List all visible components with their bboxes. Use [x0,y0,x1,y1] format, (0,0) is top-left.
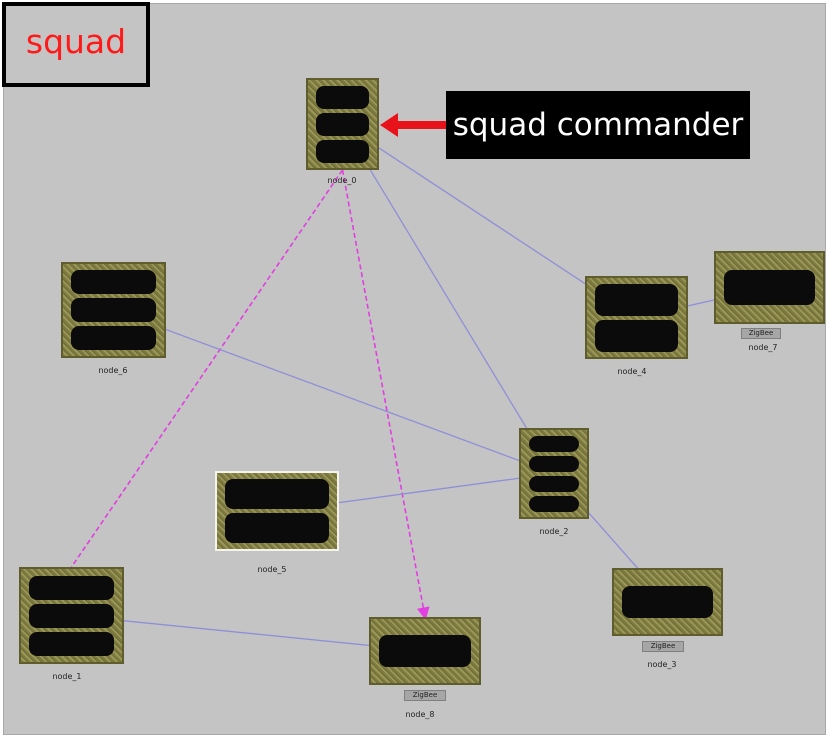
node-1-label: node_1 [52,672,82,681]
stripe-bar [29,575,114,600]
stripe-bar [29,631,114,656]
node-8-label: node_8 [405,710,435,719]
node-1[interactable] [19,567,124,664]
node-6[interactable] [61,262,166,358]
node-4[interactable] [585,276,688,359]
commander-arrow-icon [380,113,398,137]
node-7-label: node_7 [748,343,778,352]
stripe-bar [529,435,579,452]
node-5[interactable] [215,471,339,551]
stripe-bar [724,270,815,305]
node-2-label: node_2 [539,527,569,536]
stripe-bar [71,270,156,294]
node-5-label: node_5 [257,565,287,574]
stripe-bar [316,139,369,163]
stripe-bar [316,85,369,109]
node-4-label: node_4 [617,367,647,376]
node-7-badge: ZigBee [741,328,781,339]
stripe-bar [595,283,678,316]
stripe-bar [529,475,579,492]
node-8-badge: ZigBee [404,690,446,701]
node-7[interactable] [714,251,825,324]
stripe-bar [529,495,579,512]
node-6-label: node_6 [98,366,128,375]
stripe-bar [71,298,156,322]
node-3-badge: ZigBee [642,641,684,652]
stripe-bar [316,112,369,136]
squad-title-box: squad [2,2,150,87]
stripe-bar [225,479,329,509]
stripe-bar [379,635,471,667]
link-node_0-node_2 [341,123,555,474]
node-2[interactable] [519,428,589,519]
stripe-bar [71,326,156,350]
link-node_1-node_8 [71,614,426,652]
squad-title: squad [25,22,127,61]
link-node_0-node_1 [70,169,344,568]
stripe-bar [225,513,329,543]
stripe-bar [595,319,678,352]
node-3-label: node_3 [647,660,677,669]
stripe-bar [29,603,114,628]
squad-commander-callout: squad commander [446,91,750,159]
stripe-bar [529,455,579,472]
stripe-bar [622,586,713,618]
node-8[interactable] [369,617,481,685]
node-0-label: node_0 [327,176,357,185]
commander-arrow-shaft [395,121,447,129]
squad-commander-label: squad commander [452,107,744,143]
node-0[interactable] [306,78,379,170]
link-node_6-node_2 [113,309,555,475]
node-3[interactable] [612,568,723,636]
link-node_0-node_8 [341,169,430,621]
